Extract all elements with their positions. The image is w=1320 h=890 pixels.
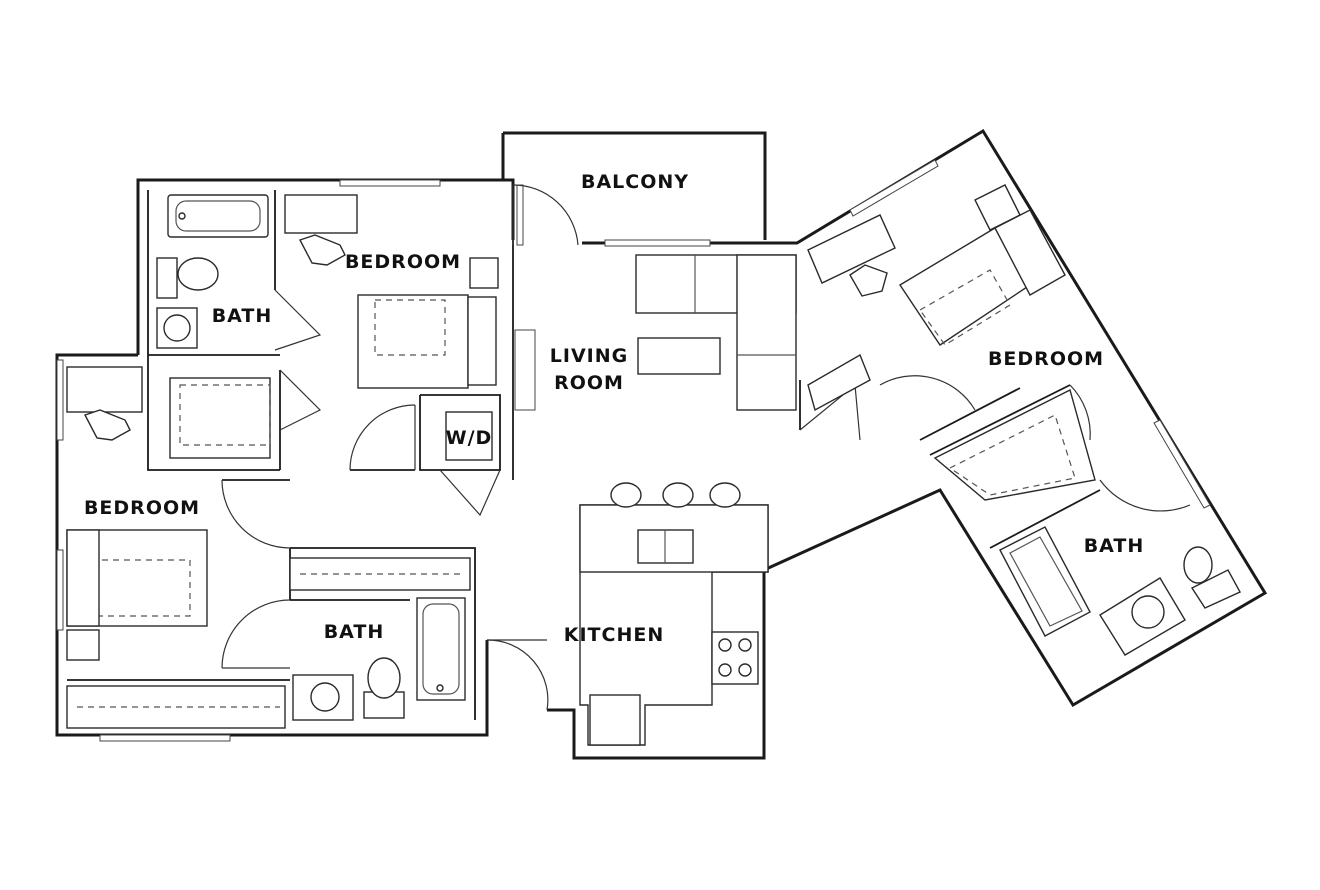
label-bath-top-left: BATH bbox=[212, 305, 273, 327]
bath-right-fixtures bbox=[999, 526, 1241, 656]
bedroom-right-furniture bbox=[807, 184, 1096, 501]
bedroom-top-furniture bbox=[169, 194, 499, 459]
label-bath-bottom: BATH bbox=[324, 621, 385, 643]
label-bath-right: BATH bbox=[1084, 535, 1145, 557]
washer-dryer: W/D bbox=[445, 411, 493, 461]
label-bedroom-right: BEDROOM bbox=[988, 348, 1104, 370]
kitchen-fixtures bbox=[579, 482, 769, 746]
label-balcony: BALCONY bbox=[581, 171, 689, 193]
label-living-line2: ROOM bbox=[554, 372, 624, 394]
label-bedroom-top: BEDROOM bbox=[345, 251, 461, 273]
windows bbox=[56, 159, 1211, 742]
living-room-furniture bbox=[635, 254, 797, 411]
wd-label: W/D bbox=[446, 427, 493, 449]
bath-top-left-fixtures bbox=[156, 194, 269, 349]
bath-bottom-fixtures bbox=[289, 557, 471, 721]
label-kitchen: KITCHEN bbox=[564, 624, 664, 646]
bedroom-left-furniture bbox=[66, 366, 286, 729]
door-swings bbox=[221, 184, 1191, 711]
label-living-line1: LIVING bbox=[550, 345, 628, 367]
label-bedroom-left: BEDROOM bbox=[84, 497, 200, 519]
room-labels: BALCONY BEDROOM BATH LIVING ROOM BEDROOM… bbox=[84, 171, 1145, 646]
